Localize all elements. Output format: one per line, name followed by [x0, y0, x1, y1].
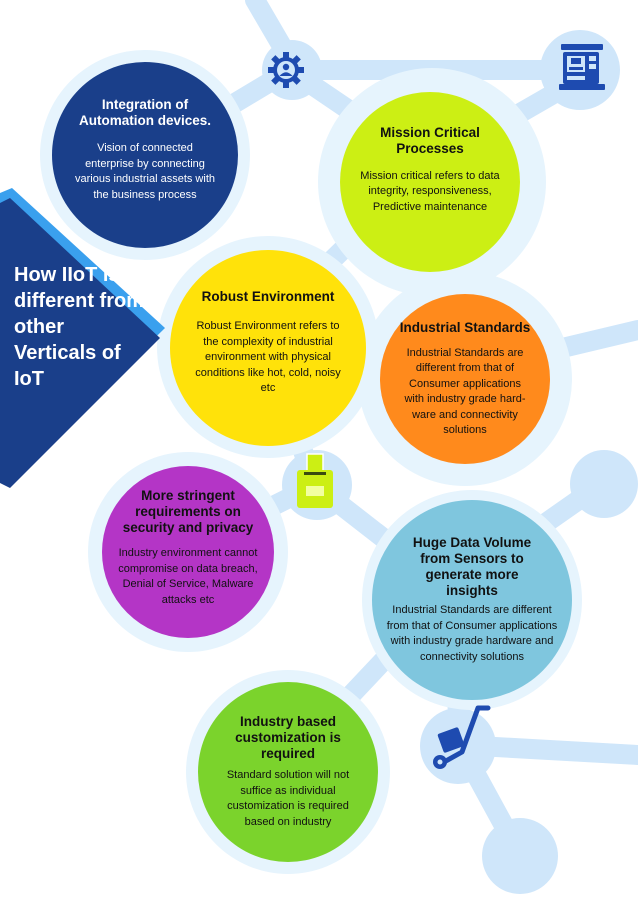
- sidebar-banner: [0, 188, 165, 488]
- bubble-title: Industry based customization is required: [235, 714, 341, 761]
- ballot-box-icon: [297, 453, 333, 508]
- network-node: [570, 450, 638, 518]
- gear-person-icon: [268, 52, 304, 88]
- bubble-text: Robust Environment refers to the complex…: [195, 320, 341, 395]
- sidebar-heading: How IIoT is different from other Vertica…: [14, 264, 144, 390]
- bubble-text: Industrial Standards are different from …: [404, 346, 526, 437]
- bubble-title: Huge Data Volume from Sensors to generat…: [412, 535, 532, 598]
- bubble-title: Industrial Standards: [399, 319, 531, 335]
- bubble-title: Integration of Automation devices.: [78, 97, 212, 128]
- bubble-industrial-standards: Industrial Standards Industrial Standard…: [380, 294, 550, 464]
- bubble-industry-customization: Industry based customization is required…: [198, 682, 378, 862]
- bubble-huge-data-volume: Huge Data Volume from Sensors to generat…: [372, 500, 572, 700]
- bubble-title: Robust Environment: [201, 289, 335, 305]
- hand-truck-icon: [433, 705, 491, 769]
- bubble-text: Mission critical refers to data integrit…: [360, 169, 500, 213]
- bubble-robust-environment: Robust Environment Robust Environment re…: [170, 250, 366, 446]
- network-node: [482, 818, 558, 894]
- bubble-text: Industry environment cannot compromise o…: [118, 547, 258, 606]
- bubble-text: Standard solution will not suffice as in…: [226, 769, 350, 828]
- bubble-text: Vision of connected enterprise by connec…: [74, 142, 215, 201]
- bubble-automation-integration: Integration of Automation devices. Visio…: [52, 62, 238, 248]
- machine-icon: [559, 44, 605, 90]
- bubble-mission-critical: Mission Critical Processes Mission criti…: [340, 92, 520, 272]
- bubble-title: Mission Critical Processes: [380, 124, 480, 156]
- bubble-text: Industrial Standards are different from …: [386, 604, 558, 663]
- bubble-title: More stringent requirements on security …: [122, 488, 254, 535]
- bubble-security-privacy: More stringent requirements on security …: [102, 466, 274, 638]
